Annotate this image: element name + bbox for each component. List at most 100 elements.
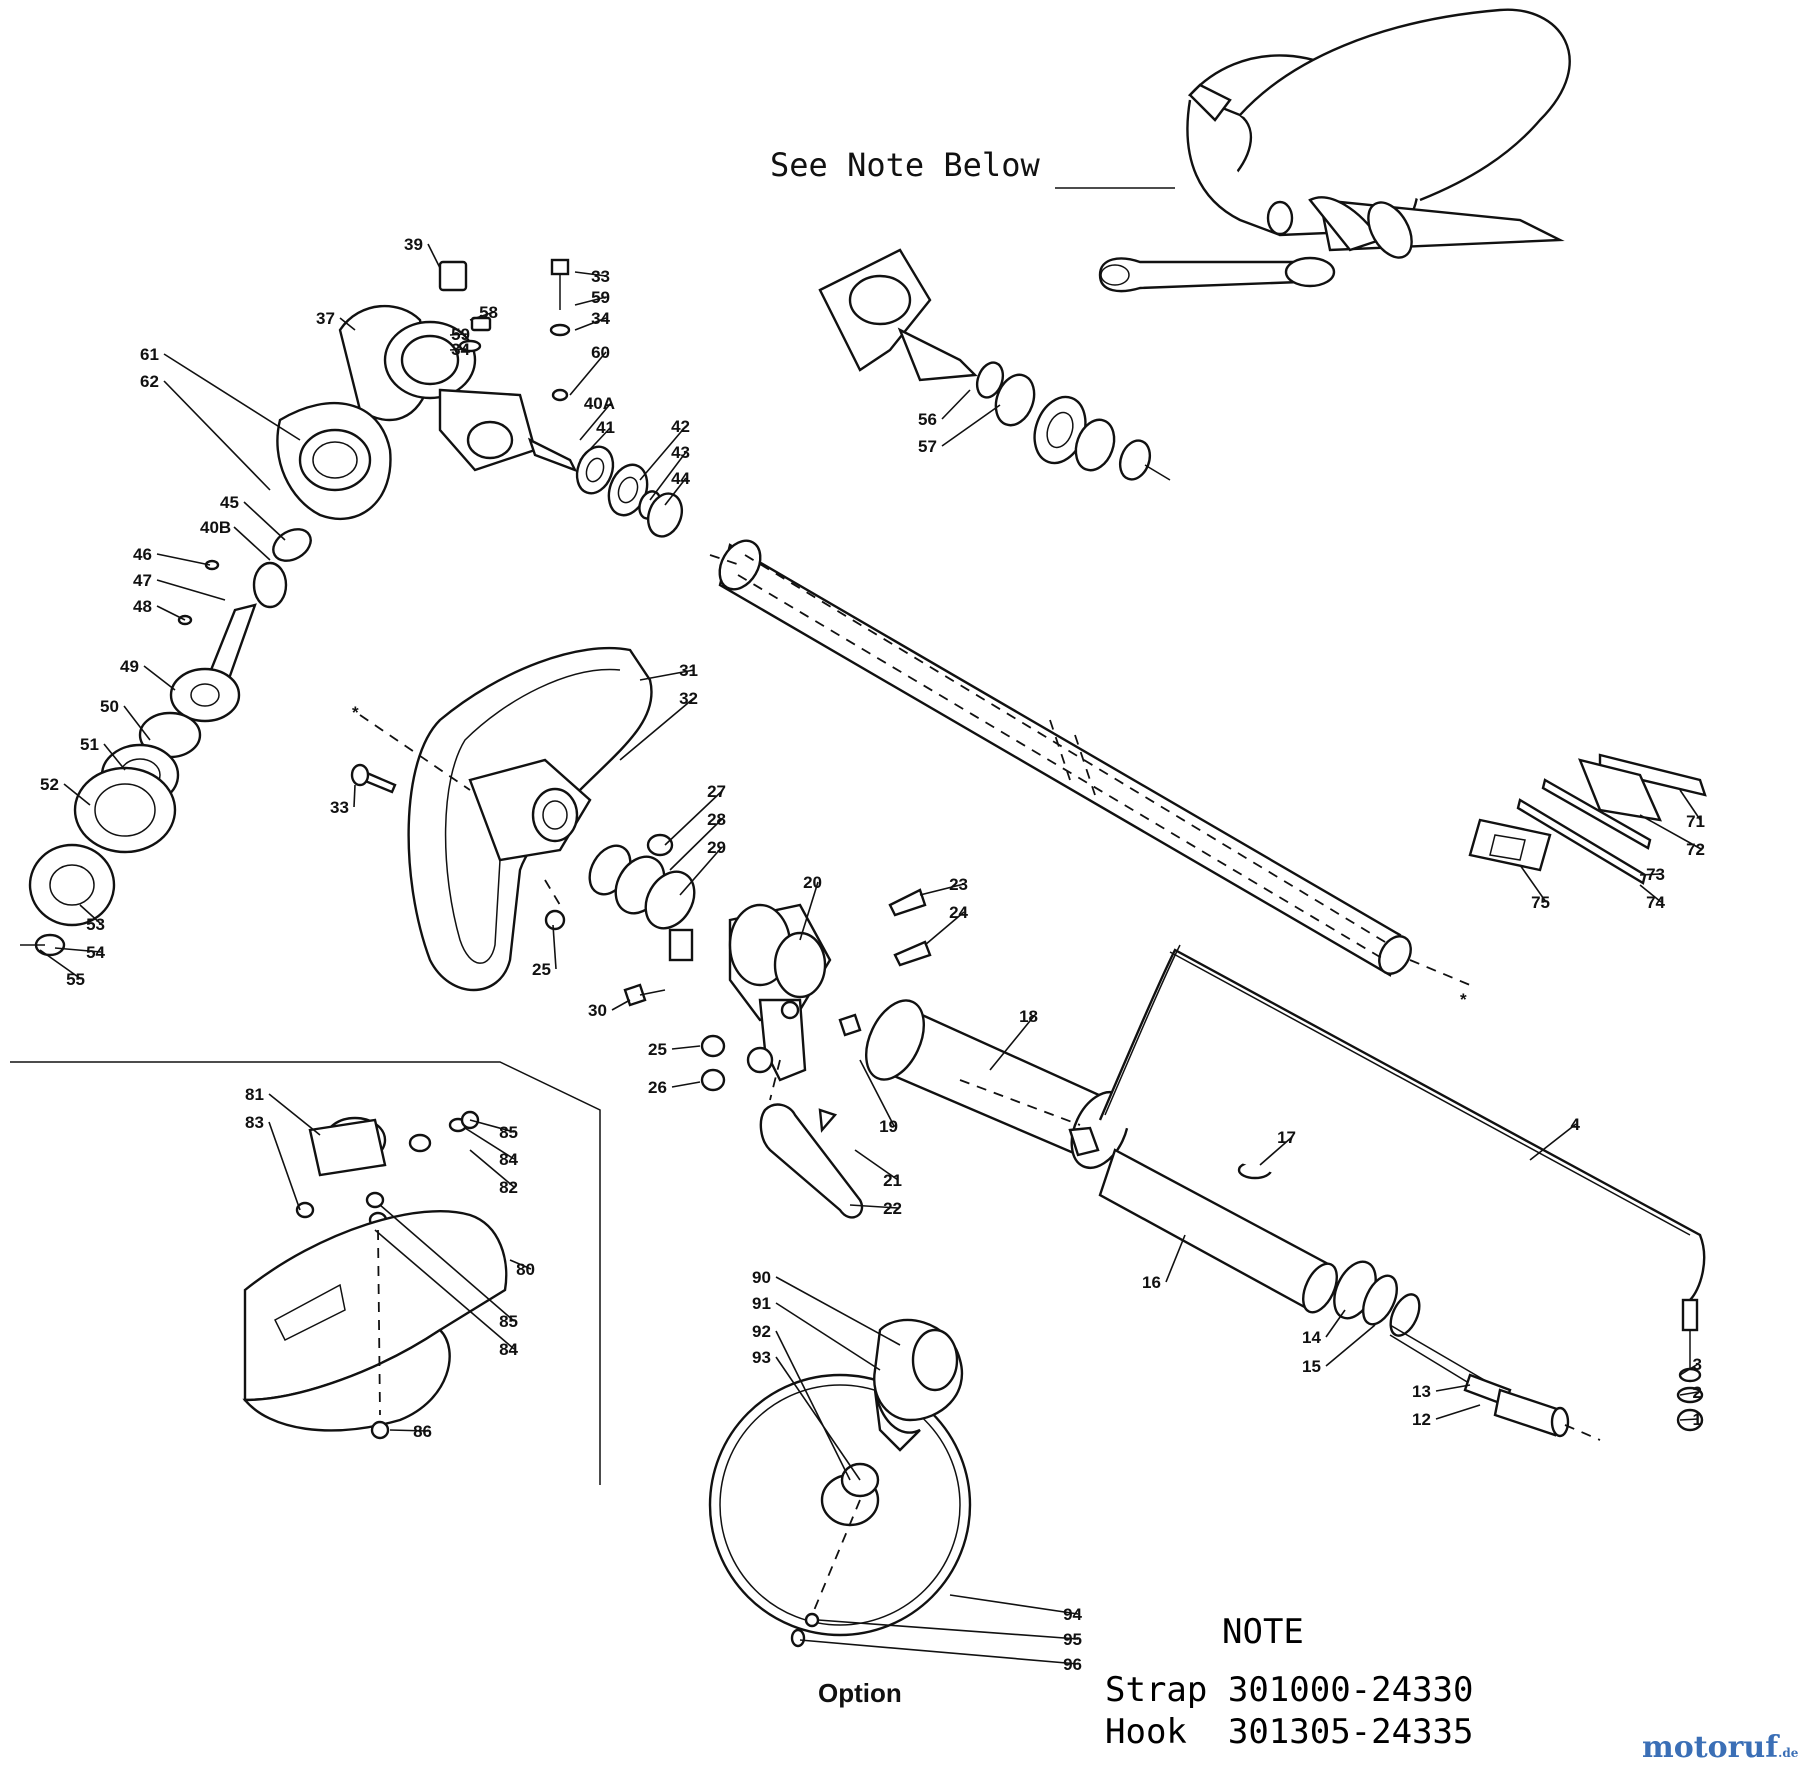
callout-leader: [919, 883, 965, 896]
callout-leader: [1259, 1136, 1293, 1166]
callout-label: 93: [752, 1348, 771, 1367]
gear-head-assembly: [276, 258, 684, 538]
callout-leader: [143, 665, 176, 691]
callout-label: 71: [1686, 812, 1705, 831]
callout-leader: [799, 1639, 1079, 1665]
callout-label: 15: [1302, 1357, 1321, 1376]
callout-label: 2: [1693, 1383, 1702, 1402]
callout-label: 33: [591, 267, 610, 286]
watermark-suffix: .de: [1778, 1746, 1799, 1760]
callout-leader: [509, 1259, 532, 1270]
callout-leader: [1679, 1391, 1699, 1396]
callout-leader: [54, 947, 102, 953]
callout-label: 80: [516, 1260, 535, 1279]
callout-leader: [854, 1149, 899, 1181]
callout-label: 48: [133, 597, 152, 616]
callout-leader: [449, 348, 467, 351]
callout-label: 50: [100, 697, 119, 716]
callout-leader: [1679, 789, 1702, 822]
callout-label: 21: [883, 1171, 902, 1190]
callout-leader: [671, 1081, 701, 1088]
callout-leader: [639, 669, 695, 681]
callout-leader: [611, 999, 631, 1011]
shoulder-strap: [1055, 8, 1571, 293]
optional-blade: [708, 1318, 972, 1648]
callout-leader: [775, 1276, 901, 1346]
callout-label: 55: [66, 970, 85, 989]
callout-label: 47: [133, 571, 152, 590]
callout-label: 58: [479, 303, 498, 322]
callout-label: 84: [499, 1340, 518, 1359]
callout-leader: [1325, 1309, 1346, 1338]
callout-label: 25: [648, 1040, 667, 1059]
callout-label: 83: [245, 1113, 264, 1132]
callout-label: 34: [451, 340, 470, 359]
callout-label: 32: [679, 689, 698, 708]
callout-label: 4: [1571, 1115, 1581, 1134]
callout-label: 56: [918, 410, 937, 429]
callout-label: 85: [499, 1312, 518, 1331]
callout-label: 62: [140, 372, 159, 391]
callout-leader: [63, 783, 91, 806]
callout-leader: [464, 1127, 515, 1160]
callout-label: 60: [591, 343, 610, 362]
callout-leader: [669, 818, 723, 871]
callout-leader: [156, 553, 211, 566]
callout-leader: [579, 426, 612, 461]
callout-leader: [941, 389, 971, 420]
callout-label: 25: [532, 960, 551, 979]
callout-label: 45: [220, 493, 239, 512]
callout-label: 40A: [584, 394, 615, 413]
callout-label: 91: [752, 1294, 771, 1313]
callout-leader: [949, 1594, 1079, 1615]
callout-leader: [469, 311, 495, 321]
callout-label: 12: [1412, 1410, 1431, 1429]
callout-leader: [353, 784, 356, 808]
callout-leader: [379, 1204, 515, 1322]
note-item: Strap: [1105, 1670, 1208, 1710]
callout-leader: [1639, 884, 1662, 903]
callout-label: 34: [591, 309, 610, 328]
callout-leader: [389, 1429, 429, 1432]
callout-label: 85: [499, 1123, 518, 1142]
callout-leader: [664, 477, 687, 506]
callout-label: 72: [1686, 840, 1705, 859]
callout-label: 14: [1302, 1328, 1321, 1347]
callout-leader: [1679, 1363, 1699, 1376]
callout-leader: [989, 1015, 1035, 1071]
callout-leader: [775, 1356, 861, 1481]
callout-leader: [268, 1093, 321, 1136]
callout-label: 74: [1646, 893, 1665, 912]
callout-leader: [775, 1330, 851, 1481]
callout-leader: [427, 243, 441, 269]
callout-label: 23: [949, 875, 968, 894]
callout-leader: [374, 1229, 515, 1350]
callout-leader: [1529, 1123, 1577, 1161]
callout-leader: [243, 501, 286, 541]
callout-label: 54: [86, 943, 105, 962]
lower-gear-parts: [20, 528, 312, 957]
callout-leader: [469, 1149, 515, 1188]
callout-leader: [924, 911, 965, 946]
callout-label: 75: [1531, 893, 1550, 912]
callout-label: 28: [707, 810, 726, 829]
callout-label: 18: [1019, 1007, 1038, 1026]
svg-text:*: *: [1460, 990, 1467, 1009]
callout-label: 29: [707, 838, 726, 857]
callout-label: 40B: [200, 518, 231, 537]
callout-leader: [639, 425, 687, 481]
watermark-main: motoruf: [1642, 1730, 1779, 1765]
callout-leader: [619, 697, 695, 761]
callout-leader: [859, 1059, 895, 1127]
callout-leader: [569, 351, 607, 396]
callout-leader: [579, 402, 612, 441]
callout-label: 57: [918, 437, 937, 456]
callout-label: 82: [499, 1178, 518, 1197]
see-note-label: See Note Below: [770, 146, 1040, 184]
callout-label: 59: [451, 325, 470, 344]
callout-leader: [1435, 1404, 1481, 1420]
callout-leader: [574, 296, 607, 306]
callout-leader: [1639, 814, 1702, 850]
callout-leader: [649, 451, 687, 501]
callout-leader: [1519, 864, 1547, 903]
